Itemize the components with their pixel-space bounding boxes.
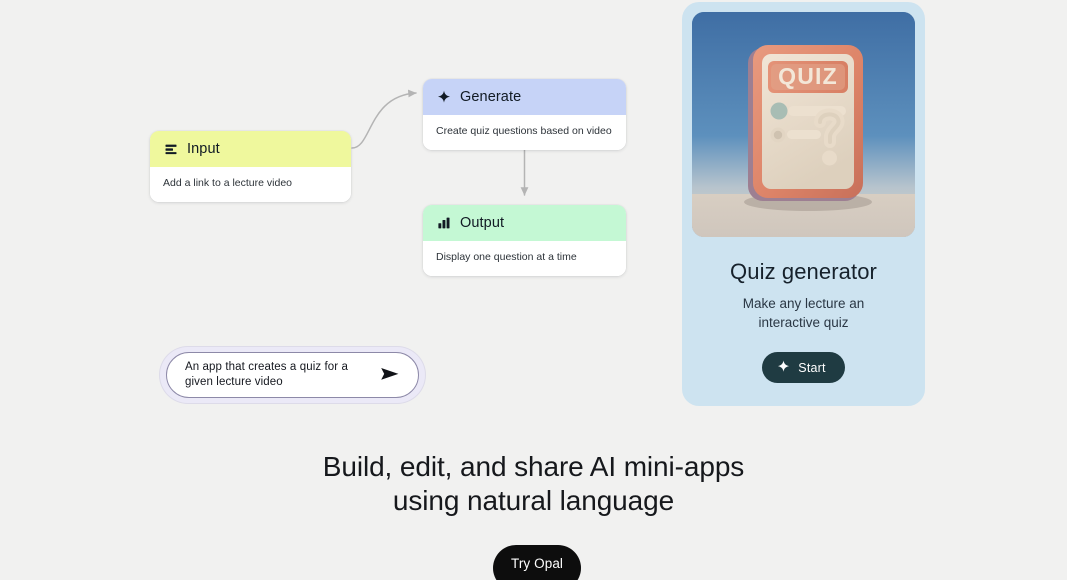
flow-node-generate-description: Create quiz questions based on video — [423, 115, 626, 151]
flow-node-input-description: Add a link to a lecture video — [150, 167, 351, 203]
tagline-line-1: Build, edit, and share AI mini-apps — [322, 451, 745, 482]
sparkle-icon — [777, 360, 790, 376]
start-button-label: Start — [798, 360, 826, 375]
flow-node-input[interactable]: Input Add a link to a lecture video — [150, 131, 351, 203]
try-opal-button[interactable]: Try Opal — [493, 545, 581, 580]
send-button[interactable] — [376, 361, 404, 389]
app-thumbnail: QUIZ — [692, 12, 915, 237]
app-title: Quiz generator — [730, 259, 877, 284]
prompt-bar[interactable]: An app that creates a quiz for a given l… — [160, 347, 425, 403]
tagline: Build, edit, and share AI mini-apps usin… — [0, 450, 1067, 517]
send-arrow-icon — [379, 364, 401, 387]
flow-node-input-header: Input — [150, 131, 351, 167]
flow-canvas: Input Add a link to a lecture video Gene… — [0, 0, 680, 430]
svg-text:QUIZ: QUIZ — [778, 63, 838, 89]
flow-node-output-header: Output — [423, 205, 626, 241]
start-button[interactable]: Start — [762, 352, 845, 384]
flow-node-output-title: Output — [460, 215, 505, 231]
flow-node-output-description: Display one question at a time — [423, 241, 626, 277]
flow-node-generate-header: Generate — [423, 79, 626, 115]
flow-node-output[interactable]: Output Display one question at a time — [423, 205, 626, 277]
flow-node-generate-title: Generate — [460, 89, 522, 105]
bar-chart-icon — [436, 216, 451, 231]
sparkle-icon — [436, 90, 451, 105]
connector-input-to-generate — [351, 89, 417, 149]
flow-node-generate[interactable]: Generate Create quiz questions based on … — [423, 79, 626, 151]
quiz-illustration: QUIZ — [692, 12, 915, 237]
flow-node-input-title: Input — [187, 141, 220, 157]
app-preview-card[interactable]: QUIZ Quiz generator Make any lecture an … — [682, 2, 925, 406]
app-subtitle: Make any lecture an interactive quiz — [742, 296, 865, 331]
tagline-line-2: using natural language — [392, 484, 675, 516]
prompt-input-pill[interactable]: An app that creates a quiz for a given l… — [166, 352, 419, 398]
prompt-input[interactable]: An app that creates a quiz for a given l… — [185, 360, 349, 388]
input-bars-icon — [163, 142, 178, 157]
